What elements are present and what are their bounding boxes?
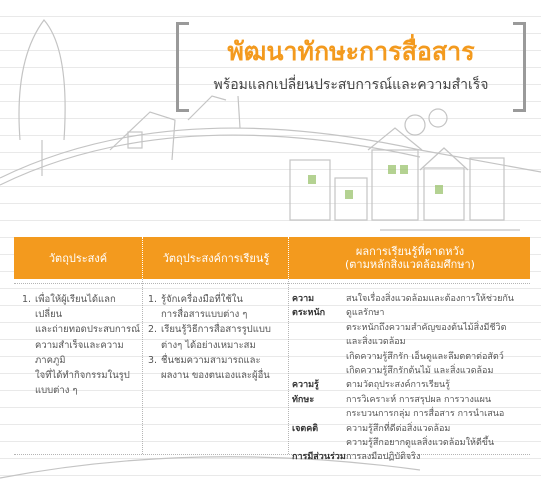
row-divider: [14, 283, 530, 284]
left-bracket: [176, 22, 189, 112]
learning-objective-column: 1. รู้จักเครื่องมือที่ใช้ใน การสื่อสารแบ…: [148, 292, 286, 383]
page-title: พัฒนาทักษะการสื่อสาร: [227, 37, 475, 66]
right-bracket: [513, 22, 526, 112]
expected-outcome-column: ความตระหนัก สนใจเรื่องสิ่งแวดล้อมและต้อง…: [292, 292, 530, 465]
objective-column: 1. เพื่อให้ผู้เรียนได้แลกเปลี่ยน และถ่าย…: [22, 292, 140, 398]
list-item: 1. เพื่อให้ผู้เรียนได้แลกเปลี่ยน และถ่าย…: [22, 294, 140, 397]
column-divider: [142, 279, 143, 454]
header-expected-outcome-line1: ผลการเรียนรู้ที่คาดหวัง: [355, 245, 465, 258]
outcome-row-attitude: เจตคติ ความรู้สึกที่ดีต่อสิ่งแวดล้อม ควา…: [292, 423, 495, 449]
page-subtitle: พร้อมแลกเปลี่ยนประสบการณ์และความสำเร็จ: [213, 77, 489, 93]
table-header: วัตถุประสงค์ วัตถุประสงค์การเรียนรู้ ผลก…: [14, 237, 530, 279]
outcome-row-skills: ทักษะ การวิเคราะห์ การสรุปผล การวางแผน ก…: [292, 394, 505, 420]
row-divider: [14, 454, 530, 455]
list-item: 3. ชื่นชมความสามารถและ ผลงาน ของตนเองและ…: [148, 354, 270, 382]
title-block: พัฒนาทักษะการสื่อสาร พร้อมแลกเปลี่ยนประส…: [176, 22, 526, 112]
header-learning-objective: วัตถุประสงค์การเรียนรู้: [142, 237, 289, 279]
column-divider: [288, 279, 289, 454]
list-item: 2. เรียนรู้วิธีการสื่อสารรูปแบบ ต่างๆ ได…: [148, 324, 271, 351]
list-item: 1. รู้จักเครื่องมือที่ใช้ใน การสื่อสารแบ…: [148, 294, 248, 321]
outcome-row-awareness: ความตระหนัก สนใจเรื่องสิ่งแวดล้อมและต้อง…: [292, 294, 514, 377]
outcome-row-participation: การมีส่วนร่วม การลงมือปฏิบัติจริง: [292, 452, 421, 463]
header-expected-outcome: ผลการเรียนรู้ที่คาดหวัง (ตามหลักสิ่งแวดล…: [288, 237, 531, 279]
header-objective: วัตถุประสงค์: [48, 251, 108, 265]
outcome-row-knowledge: ความรู้ ตามวัตถุประสงค์การเรียนรู้: [292, 380, 450, 391]
header-expected-outcome-line2: (ตามหลักสิ่งแวดล้อมศึกษา): [345, 258, 475, 271]
